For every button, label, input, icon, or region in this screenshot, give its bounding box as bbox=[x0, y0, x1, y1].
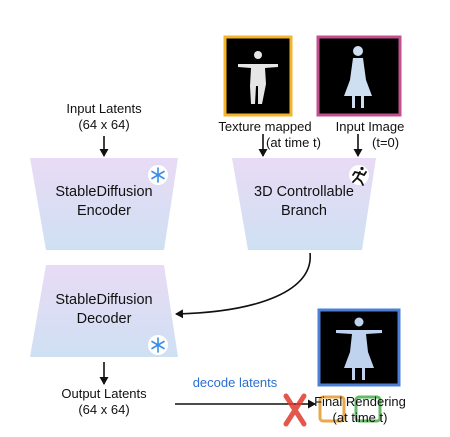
texture-mapped-image bbox=[223, 35, 293, 117]
encoder-line1: StableDiffusion bbox=[55, 184, 153, 200]
decode-latents-label: decode latents bbox=[192, 375, 278, 390]
controllable-label: 3D Controllable Branch bbox=[234, 183, 374, 221]
output-latents-title: Output Latents bbox=[61, 386, 147, 401]
input-image-note: (t=0) bbox=[372, 135, 400, 150]
input-image-title: Input Image bbox=[335, 119, 405, 134]
controllable-line1: 3D Controllable bbox=[254, 184, 354, 200]
arrow-branch-to-decoder bbox=[175, 252, 311, 319]
final-rendering-image bbox=[317, 308, 401, 387]
input-latents-label: Input Latents (64 x 64) bbox=[44, 101, 164, 133]
controllable-line2: Branch bbox=[281, 203, 327, 219]
texture-mapped-label: Texture mapped bbox=[200, 119, 330, 135]
encoder-label: StableDiffusion Encoder bbox=[34, 183, 174, 221]
texture-mapped-title: Texture mapped bbox=[218, 119, 312, 134]
final-rendering-title: Final Rendering bbox=[314, 394, 406, 409]
encoder-snowflake-icon bbox=[148, 165, 168, 185]
final-rendering-note: (at time t) bbox=[332, 410, 388, 425]
final-rendering-label: Final Rendering (at time t) bbox=[300, 394, 420, 426]
encoder-block bbox=[30, 158, 178, 250]
output-latents-dims: (64 x 64) bbox=[78, 402, 130, 417]
output-latents-label: Output Latents (64 x 64) bbox=[44, 386, 164, 418]
input-latents-title: Input Latents bbox=[66, 101, 142, 116]
decoder-line2: Decoder bbox=[76, 311, 132, 327]
texture-mapped-note: (at time t) bbox=[266, 135, 321, 150]
controllable-branch-block bbox=[232, 158, 376, 250]
decoder-line1: StableDiffusion bbox=[55, 292, 153, 308]
encoder-line2: Encoder bbox=[76, 203, 131, 219]
input-latents-dims: (64 x 64) bbox=[78, 117, 130, 132]
input-image-label: Input Image bbox=[320, 119, 420, 135]
decoder-label: StableDiffusion Decoder bbox=[34, 291, 174, 329]
running-person-icon bbox=[349, 165, 369, 186]
decoder-block bbox=[30, 265, 178, 357]
decoder-snowflake-icon bbox=[148, 335, 168, 355]
input-image bbox=[316, 35, 402, 117]
watermark-logo bbox=[283, 393, 382, 427]
